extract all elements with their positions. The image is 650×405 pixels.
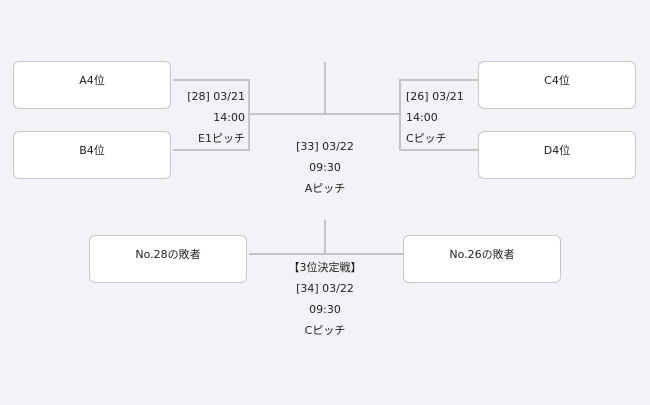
loser-28: No.28の敗者 — [89, 235, 247, 283]
bracket-line — [324, 220, 326, 255]
match-pitch: E1ピッチ — [198, 132, 245, 145]
match-33-info: [33] 03/22 09:30 Aピッチ — [225, 136, 425, 199]
team-label: B4位 — [79, 144, 105, 157]
team-label: No.28の敗者 — [135, 248, 201, 261]
bracket-line — [399, 79, 478, 81]
match-time: 09:30 — [309, 303, 341, 316]
match-pitch: Aピッチ — [304, 182, 346, 195]
bracket-line — [399, 79, 401, 151]
team-label: C4位 — [544, 74, 570, 87]
match-pitch: Cピッチ — [406, 132, 447, 145]
match-number: [34] 03/22 — [296, 282, 354, 295]
match-34-info: 【3位決定戦】 [34] 03/22 09:30 Cピッチ — [225, 257, 425, 341]
team-a4: A4位 — [13, 61, 171, 109]
bracket-line — [324, 62, 326, 114]
team-c4: C4位 — [478, 61, 636, 109]
bracket-line — [249, 253, 403, 255]
match-number: [33] 03/22 — [296, 140, 354, 153]
match-time: 09:30 — [309, 161, 341, 174]
team-d4: D4位 — [478, 131, 636, 179]
match-title: 【3位決定戦】 — [288, 261, 362, 274]
match-number: [26] 03/21 — [406, 90, 464, 103]
team-label: D4位 — [543, 144, 571, 157]
match-pitch: Cピッチ — [304, 324, 346, 337]
bracket-line — [173, 149, 250, 151]
bracket-line — [248, 79, 250, 151]
match-26-info: [26] 03/21 14:00 Cピッチ — [406, 86, 464, 149]
bracket-line — [399, 149, 478, 151]
match-28-info: [28] 03/21 14:00 E1ピッチ — [187, 86, 245, 149]
match-time: 14:00 — [213, 111, 245, 124]
bracket-line — [173, 79, 250, 81]
bracket-line — [248, 113, 401, 115]
match-time: 14:00 — [406, 111, 438, 124]
loser-26: No.26の敗者 — [403, 235, 561, 283]
match-number: [28] 03/21 — [187, 90, 245, 103]
team-label: A4位 — [79, 74, 105, 87]
team-b4: B4位 — [13, 131, 171, 179]
team-label: No.26の敗者 — [449, 248, 515, 261]
